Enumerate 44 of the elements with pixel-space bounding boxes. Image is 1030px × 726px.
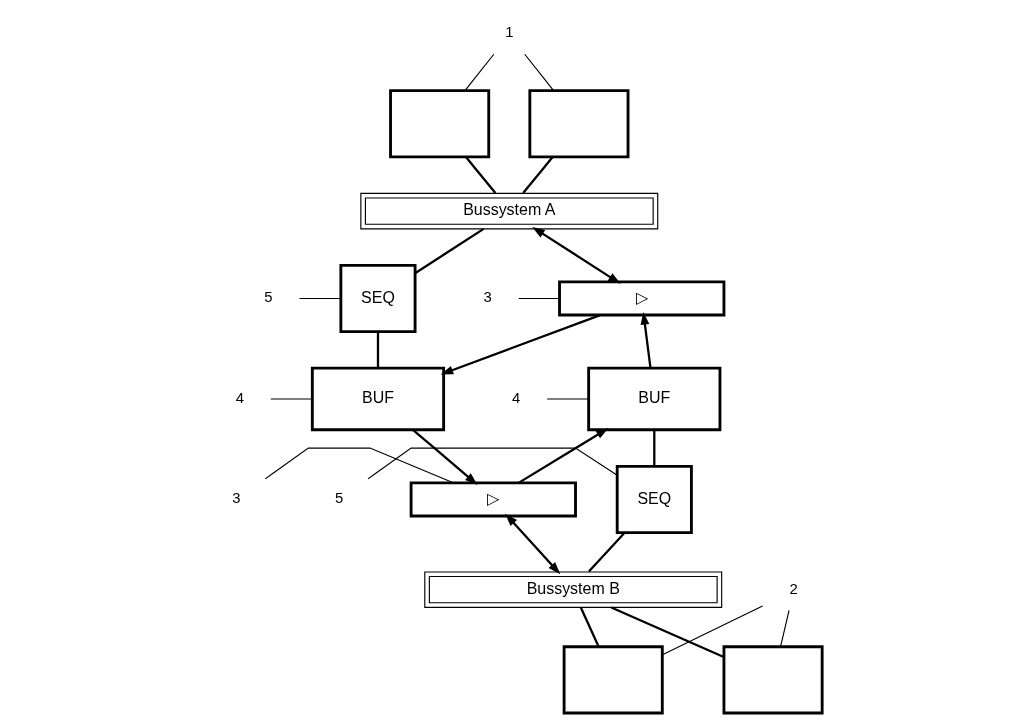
arrow <box>440 314 601 375</box>
connector <box>464 53 495 91</box>
node-box: Bussystem B <box>424 571 723 608</box>
connector <box>524 53 554 91</box>
node-text: 3 <box>483 289 492 306</box>
node-box: SEQ <box>339 263 417 334</box>
node-box <box>562 645 664 715</box>
connector <box>518 297 560 300</box>
node-box <box>389 89 491 159</box>
node-box: BUF <box>310 366 446 432</box>
node-text: 5 <box>264 289 273 306</box>
arrow <box>532 227 621 284</box>
node-box: ▷ <box>558 280 726 317</box>
connector <box>653 430 656 467</box>
node-text: 3 <box>232 490 241 507</box>
arrow <box>412 428 478 485</box>
connector <box>367 447 618 480</box>
connector <box>270 398 313 400</box>
connector <box>588 532 626 573</box>
connector <box>522 156 554 194</box>
node-text: 1 <box>505 24 514 41</box>
connector <box>264 447 454 484</box>
node-box <box>528 89 630 159</box>
arrow <box>505 513 561 575</box>
node-text: 4 <box>512 389 521 406</box>
connector <box>376 331 380 368</box>
connector <box>546 398 590 400</box>
connector <box>661 605 764 656</box>
node-box: SEQ <box>615 464 693 534</box>
node-text: 5 <box>335 490 344 507</box>
connector <box>414 227 485 274</box>
node-text: 4 <box>235 389 244 406</box>
connector <box>298 297 342 300</box>
connector <box>579 607 600 647</box>
node-box: BUF <box>587 366 722 432</box>
node-box: Bussystem A <box>360 192 659 230</box>
arrow <box>640 312 652 368</box>
node-box <box>722 645 824 715</box>
connector <box>465 156 497 194</box>
arrow <box>518 428 609 484</box>
node-text: 2 <box>789 580 798 597</box>
node-box: ▷ <box>409 481 577 518</box>
connector <box>610 606 725 659</box>
connector <box>780 609 790 648</box>
